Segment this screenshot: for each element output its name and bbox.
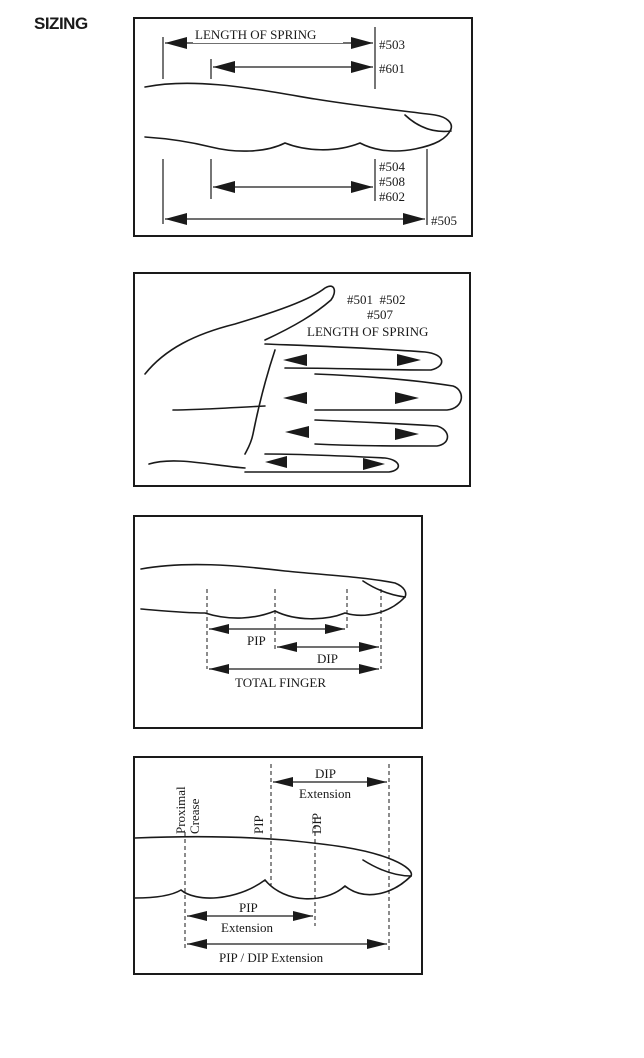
arrowhead — [397, 354, 421, 366]
finger-spring-length-figure: LENGTH OF SPRING #503 #601 #504 #508 #60… — [144, 27, 457, 228]
code-601-label: #601 — [379, 61, 405, 76]
hand-spring-length-figure: #501 #502 #507 LENGTH OF SPRING — [144, 285, 463, 473]
code-508-label: #508 — [379, 174, 405, 189]
dip-label: DIP — [317, 651, 338, 666]
arrowhead — [283, 392, 307, 404]
proximal-label: Proximal — [173, 786, 188, 834]
arrowhead — [367, 777, 387, 787]
arrowhead — [277, 642, 297, 652]
pip-dip-extension-figure: Proximal Crease PIP DIP DIP Extension PI… — [134, 764, 413, 965]
codes-501-502-label: #501 #502 — [347, 292, 406, 307]
arrowhead — [165, 37, 187, 49]
arrowhead — [265, 456, 287, 468]
finger-ring — [314, 419, 449, 447]
finger-outline-top — [140, 563, 407, 598]
code-507-label: #507 — [367, 307, 394, 322]
finger-outline-bottom — [134, 875, 412, 900]
dip-vertical-label: DIP — [309, 813, 324, 834]
finger-index — [264, 343, 443, 371]
arrowhead — [209, 624, 229, 634]
arrowhead — [395, 392, 419, 404]
fingernail — [362, 580, 406, 598]
arrowhead — [187, 911, 207, 921]
thumb-outline — [144, 285, 336, 375]
finger-outline-top — [134, 835, 413, 877]
arrowhead — [273, 777, 293, 787]
arrowhead — [209, 664, 229, 674]
arrowhead — [351, 61, 373, 73]
total-finger-diagram: PIP DIP TOTAL FINGER — [133, 515, 423, 729]
pip-vertical-label: PIP — [251, 815, 266, 834]
palm-outline — [172, 405, 266, 411]
arrowhead — [403, 213, 425, 225]
arrowhead — [213, 61, 235, 73]
code-504-label: #504 — [379, 159, 406, 174]
arrowhead — [359, 642, 379, 652]
wrist-outline — [148, 460, 246, 469]
length-of-spring-label: LENGTH OF SPRING — [195, 27, 316, 42]
arrowhead — [285, 426, 309, 438]
finger-middle — [314, 373, 463, 411]
fingernail — [362, 859, 412, 877]
crease-label: Crease — [187, 798, 202, 834]
pip-dip-extension-diagram: Proximal Crease PIP DIP DIP Extension PI… — [133, 756, 423, 975]
finger-outline-bottom — [140, 596, 406, 620]
code-503-label: #503 — [379, 37, 405, 52]
arrowhead — [283, 354, 307, 366]
arrowhead — [213, 181, 235, 193]
pip-label: PIP — [247, 633, 266, 648]
arrowhead — [293, 911, 313, 921]
code-505-label: #505 — [431, 213, 457, 228]
arrowhead — [351, 181, 373, 193]
dip-label: DIP — [315, 766, 336, 781]
length-of-spring-label: LENGTH OF SPRING — [307, 324, 428, 339]
finger-little — [244, 453, 400, 473]
dip-extension-label: Extension — [299, 786, 351, 801]
hand-spring-length-diagram: #501 #502 #507 LENGTH OF SPRING — [133, 272, 471, 487]
arrowhead — [367, 939, 387, 949]
arrowhead — [351, 37, 373, 49]
pip-extension-label: Extension — [221, 920, 273, 935]
arrowhead — [187, 939, 207, 949]
arrowhead — [363, 458, 385, 470]
total-finger-figure: PIP DIP TOTAL FINGER — [140, 563, 407, 690]
pip-dip-extension-label: PIP / DIP Extension — [219, 950, 324, 965]
arrowhead — [359, 664, 379, 674]
page-title: SIZING — [34, 14, 88, 33]
code-602-label: #602 — [379, 189, 405, 204]
total-finger-label: TOTAL FINGER — [235, 675, 326, 690]
arrowhead — [325, 624, 345, 634]
fingernail — [404, 114, 452, 133]
finger-outline-bottom — [144, 128, 452, 152]
palm-crease — [244, 349, 276, 455]
arrowhead — [395, 428, 419, 440]
pip-label: PIP — [239, 900, 258, 915]
finger-outline-top — [144, 82, 453, 130]
arrowhead — [165, 213, 187, 225]
finger-spring-length-diagram: LENGTH OF SPRING #503 #601 #504 #508 #60… — [133, 17, 473, 237]
